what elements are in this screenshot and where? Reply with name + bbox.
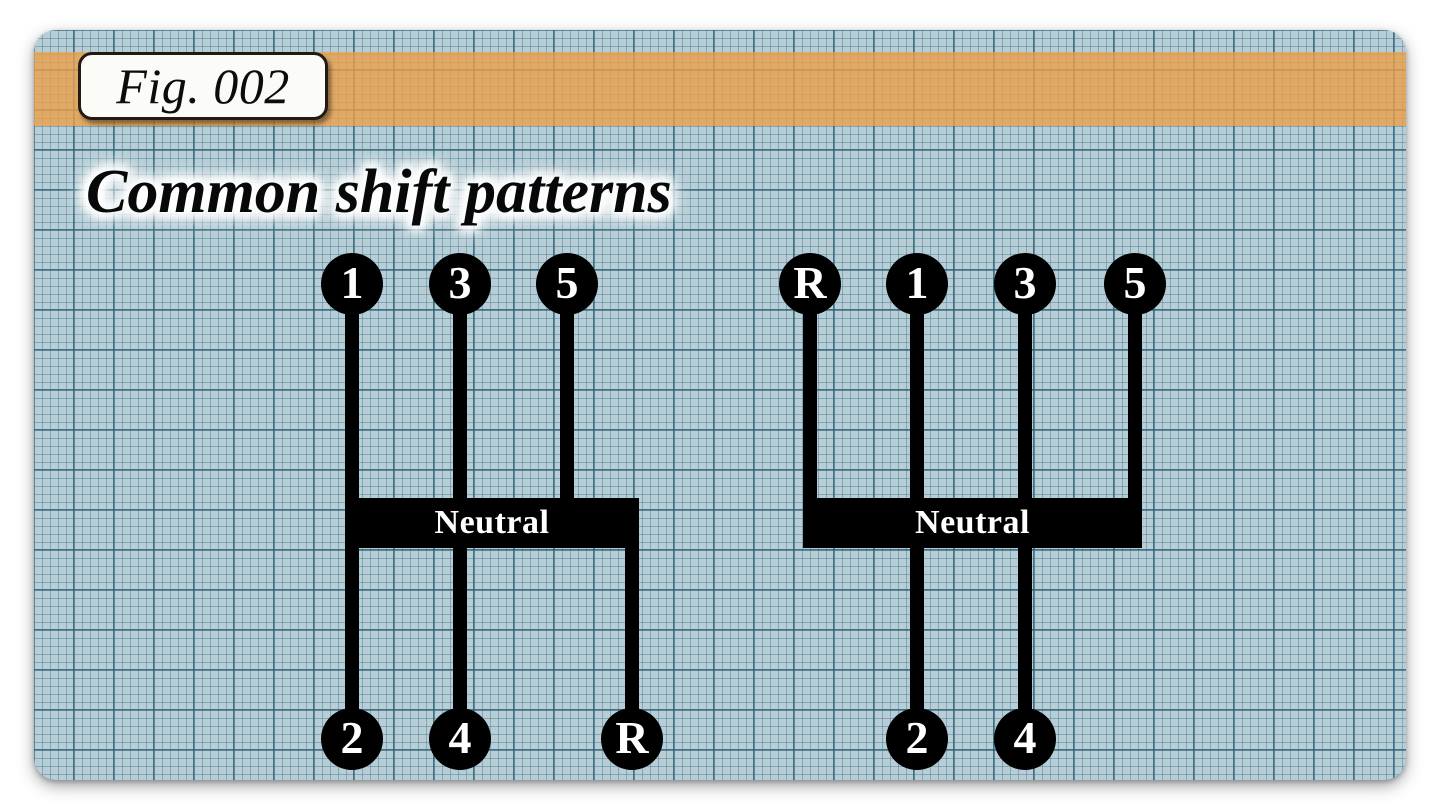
gear-knob-r[interactable]: R <box>601 708 663 770</box>
rail-bottom-col2 <box>453 548 467 742</box>
gear-knob-2[interactable]: 2 <box>321 708 383 770</box>
figure-number-label: Fig. 002 <box>78 52 328 120</box>
rail-bottom-col3 <box>625 548 639 742</box>
gear-knob-1[interactable]: 1 <box>321 253 383 315</box>
gear-knob-label: 1 <box>340 257 364 308</box>
gear-knob-2[interactable]: 2 <box>886 708 948 770</box>
gear-knob-label: 1 <box>905 257 929 308</box>
rail-bottom-col1 <box>345 548 359 742</box>
gear-knob-label: 3 <box>1013 257 1037 308</box>
neutral-label: Neutral <box>434 504 550 541</box>
neutral-label: Neutral <box>915 504 1030 541</box>
gear-knob-3[interactable]: 3 <box>994 253 1056 315</box>
gear-knob-label: 5 <box>555 257 579 308</box>
gear-knob-label: 3 <box>448 257 472 308</box>
gear-knob-label: 2 <box>905 712 929 763</box>
rail-top-col3 <box>1018 284 1032 502</box>
gear-knob-label: 4 <box>448 712 472 763</box>
gear-knob-5[interactable]: 5 <box>536 253 598 315</box>
gear-knob-3[interactable]: 3 <box>429 253 491 315</box>
rail-top-col1 <box>345 284 359 502</box>
rail-top-col5 <box>1128 284 1142 502</box>
rail-bottom-col4 <box>1018 548 1032 742</box>
neutral-bar-right: Neutral <box>803 498 1142 548</box>
gear-knob-label: 2 <box>340 712 364 763</box>
gear-knob-1[interactable]: 1 <box>886 253 948 315</box>
gear-knob-5[interactable]: 5 <box>1104 253 1166 315</box>
rail-top-col2 <box>453 284 467 502</box>
rail-top-col1 <box>910 284 924 502</box>
graph-paper-canvas: Fig. 002 Common shift patterns Neutral 1… <box>34 30 1406 780</box>
figure-number-text: Fig. 002 <box>116 58 290 114</box>
neutral-bar-left: Neutral <box>345 498 639 548</box>
figure-title: Common shift patterns <box>86 158 672 226</box>
gear-knob-label: 5 <box>1123 257 1147 308</box>
gear-knob-4[interactable]: 4 <box>994 708 1056 770</box>
shift-pattern-diagram-left: Neutral 1 3 5 2 4 R <box>314 250 674 770</box>
rail-top-colR <box>803 284 817 502</box>
rail-top-col3 <box>560 284 574 502</box>
gear-knob-r[interactable]: R <box>779 253 841 315</box>
gear-knob-label: 4 <box>1013 712 1037 763</box>
gear-knob-label: R <box>615 712 649 763</box>
shift-pattern-diagram-right: Neutral R 1 3 5 2 4 <box>772 250 1202 770</box>
gear-knob-label: R <box>793 257 827 308</box>
gear-knob-4[interactable]: 4 <box>429 708 491 770</box>
rail-bottom-col2 <box>910 548 924 742</box>
